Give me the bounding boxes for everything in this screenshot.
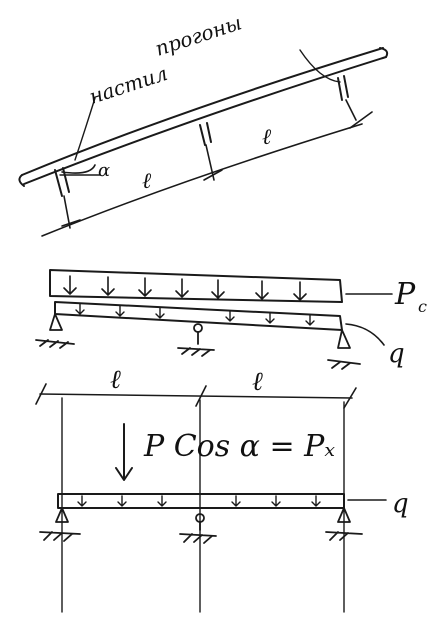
- lower-beam-strip: [57, 493, 345, 509]
- inclined-roof-sketch: настил прогоны α ℓ ℓ: [18, 10, 389, 237]
- label-span-left: ℓ: [142, 169, 152, 194]
- decking-line-bottom: [23, 56, 387, 185]
- angle-arc: [61, 164, 96, 174]
- label-q-lower: q: [392, 489, 409, 519]
- load-pc-arrows: [63, 275, 307, 301]
- leader-decking: [74, 97, 96, 161]
- formula-group: P Cos α = Pₓ: [115, 423, 335, 481]
- decking-line-top: [21, 47, 384, 176]
- support-right: [327, 329, 361, 370]
- label-angle: α: [98, 160, 110, 181]
- dim-tick-middle: [203, 144, 223, 181]
- formula-arrow: [115, 423, 133, 481]
- beam-q-arrows: [75, 303, 315, 326]
- support-middle: [177, 323, 215, 357]
- label-span-right: ℓ: [262, 125, 272, 150]
- dim-tick-left: [61, 195, 81, 229]
- decking-right-end: [379, 47, 389, 58]
- lower-beam-arrows: [77, 495, 321, 507]
- decking-left-end: [18, 174, 25, 187]
- label-purlin: прогоны: [152, 10, 244, 60]
- label-load-pc-sub: c: [418, 297, 427, 316]
- lower-support-right: [325, 507, 363, 541]
- label-q-upper: q: [388, 339, 405, 369]
- support-left: [35, 313, 75, 349]
- span-dimension-line: [41, 123, 363, 237]
- leader-purlin: [299, 49, 341, 83]
- lower-support-left: [39, 507, 81, 542]
- label-decking: настил: [86, 61, 170, 109]
- load-pc-box: [49, 269, 343, 303]
- lower-beam-diagram: q: [39, 489, 409, 544]
- label-load-pc: P: [394, 277, 416, 312]
- upper-span-dimension: [39, 393, 353, 399]
- purlin-middle: [199, 122, 212, 146]
- label-span-upper-right: ℓ: [252, 367, 263, 397]
- label-span-upper-left: ℓ: [110, 365, 121, 395]
- lower-support-middle: [179, 513, 217, 544]
- beam-q-strip: [54, 301, 343, 331]
- dim-tick-right: [345, 99, 373, 129]
- upper-beam-diagram: P c q ℓ ℓ: [35, 269, 427, 409]
- purlin-right: [337, 75, 349, 101]
- leader-q-upper: [345, 323, 385, 346]
- formula-text: P Cos α = Pₓ: [143, 429, 335, 464]
- upper-span-ticks: [35, 383, 357, 409]
